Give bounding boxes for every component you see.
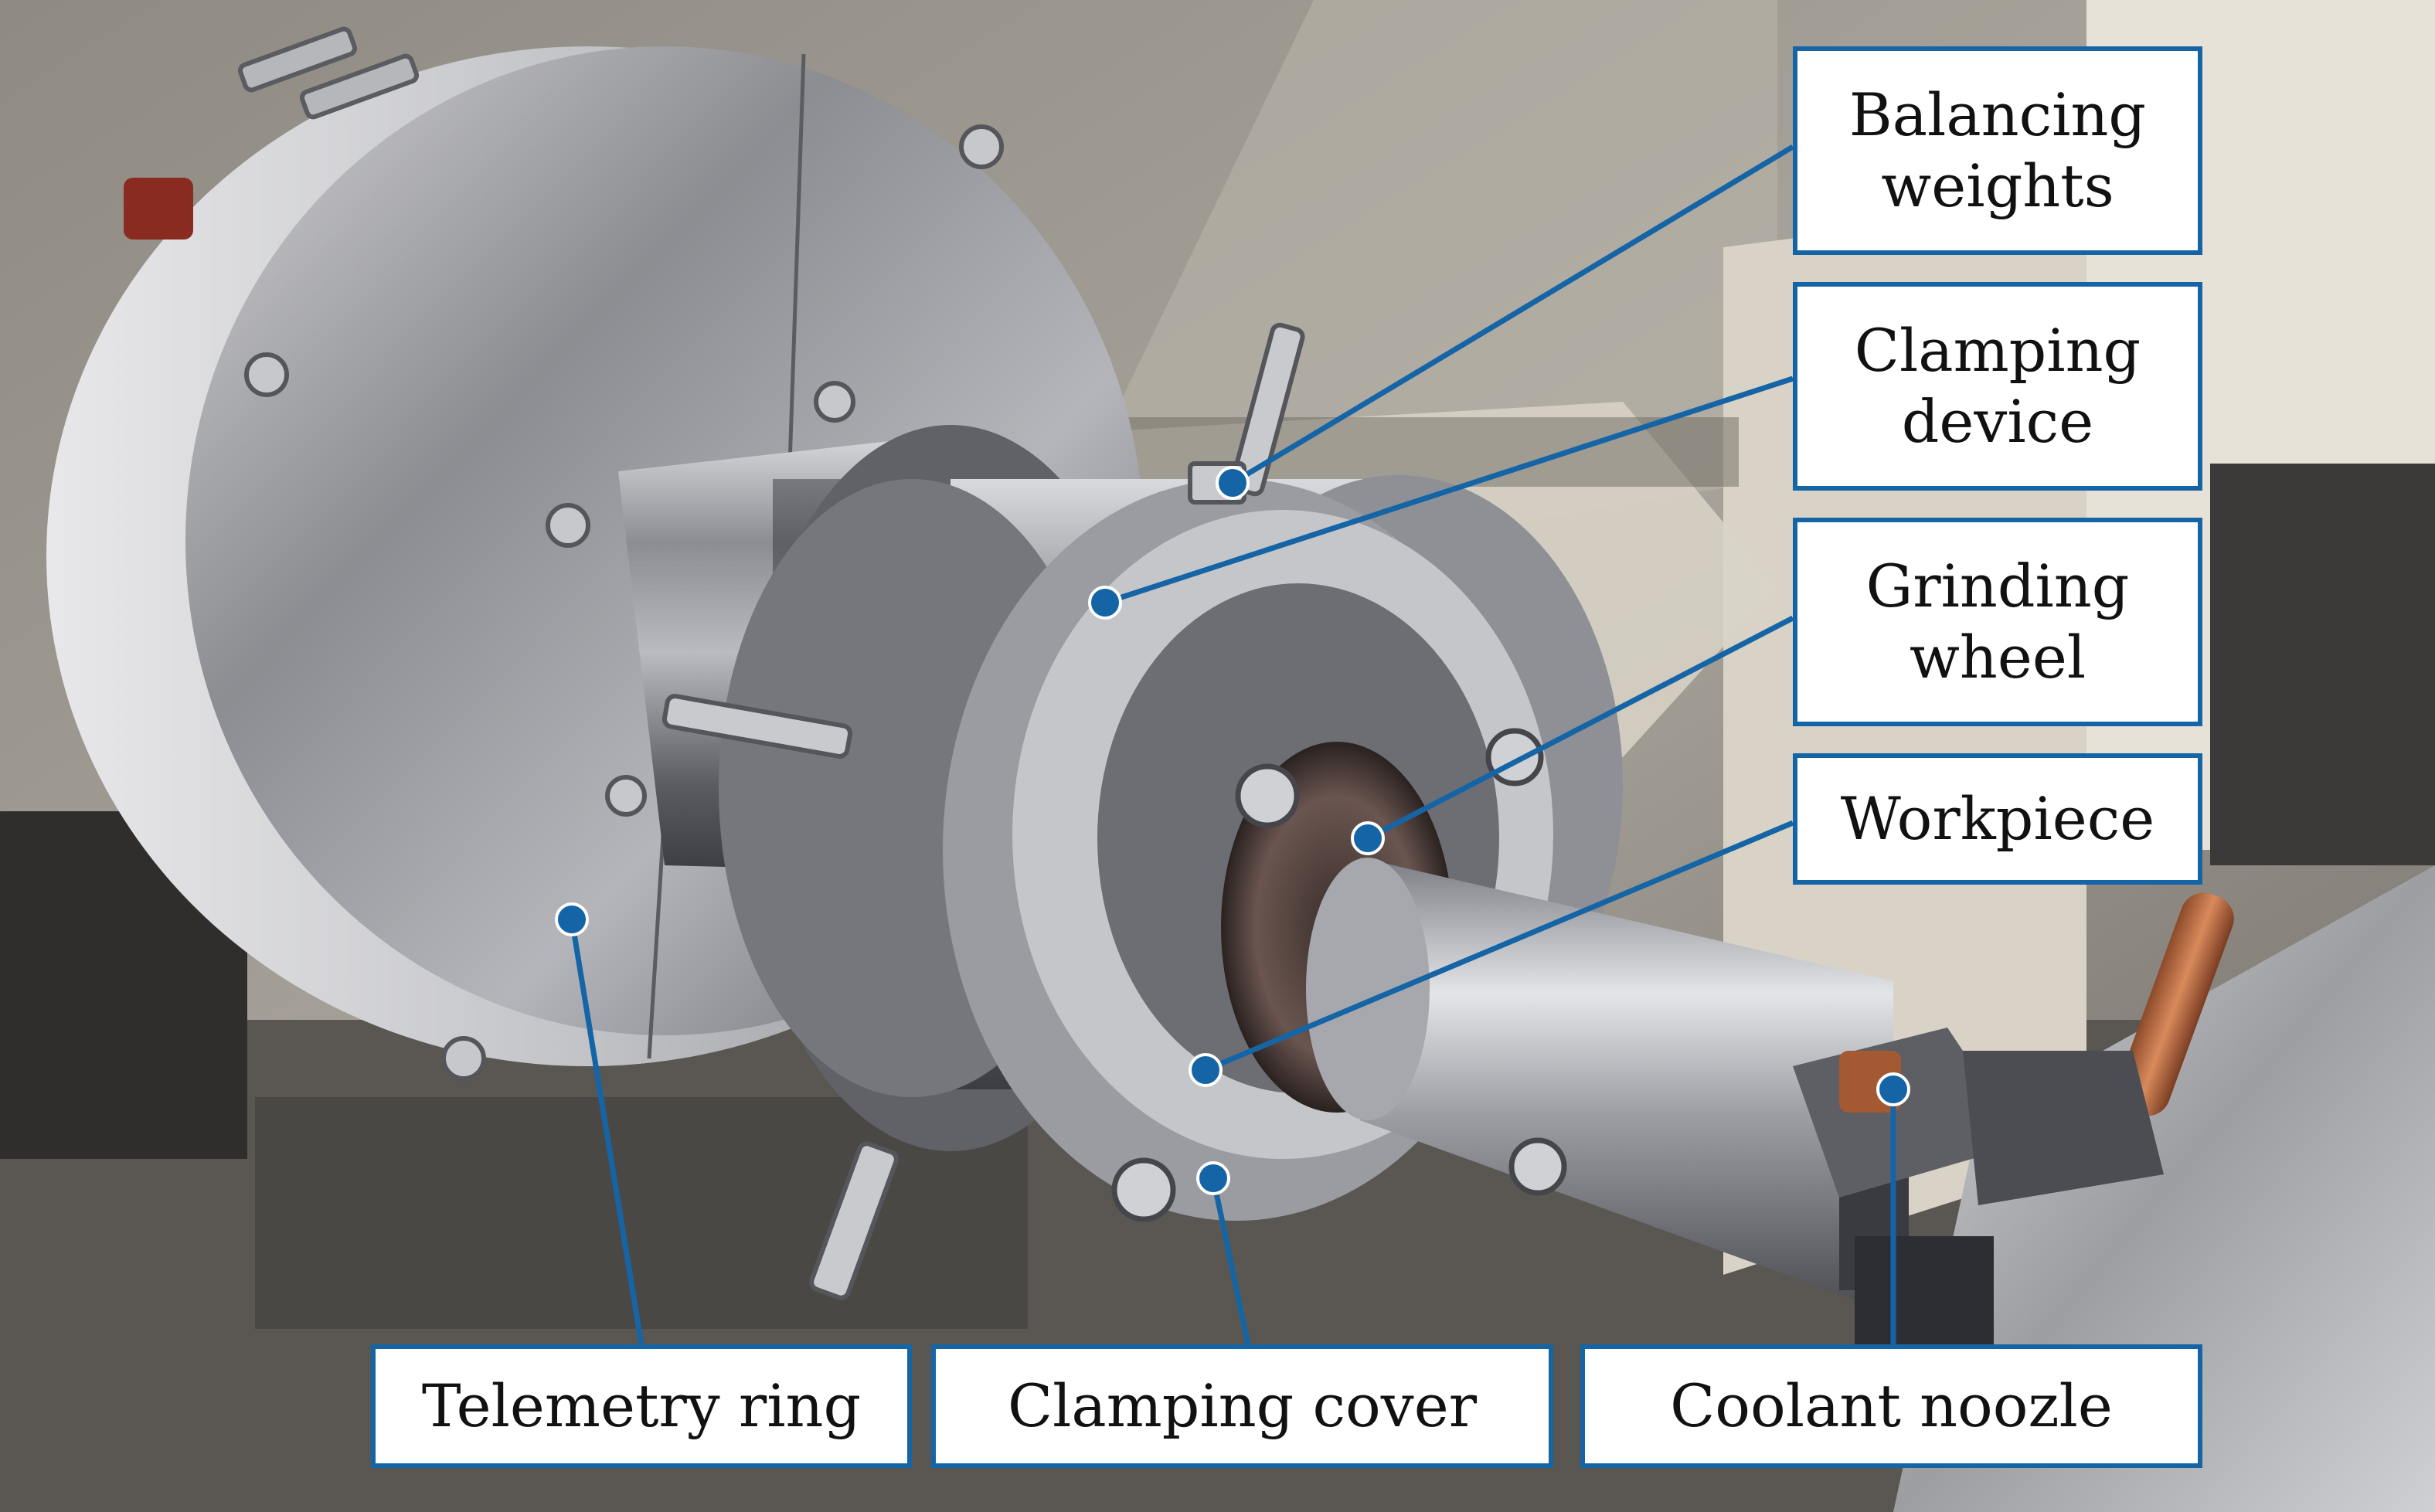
label-workpiece: Workpiece [1793,753,2202,885]
label-clamping-device: Clamping device [1793,282,2202,491]
label-coolant-noozle: Coolant noozle [1580,1344,2202,1468]
label-balancing-weights: Balancing weights [1793,46,2202,255]
label-clamping-cover: Clamping cover [931,1344,1553,1468]
label-telemetry-ring: Telemetry ring [371,1344,912,1468]
label-grinding-wheel: Grinding wheel [1793,518,2202,726]
